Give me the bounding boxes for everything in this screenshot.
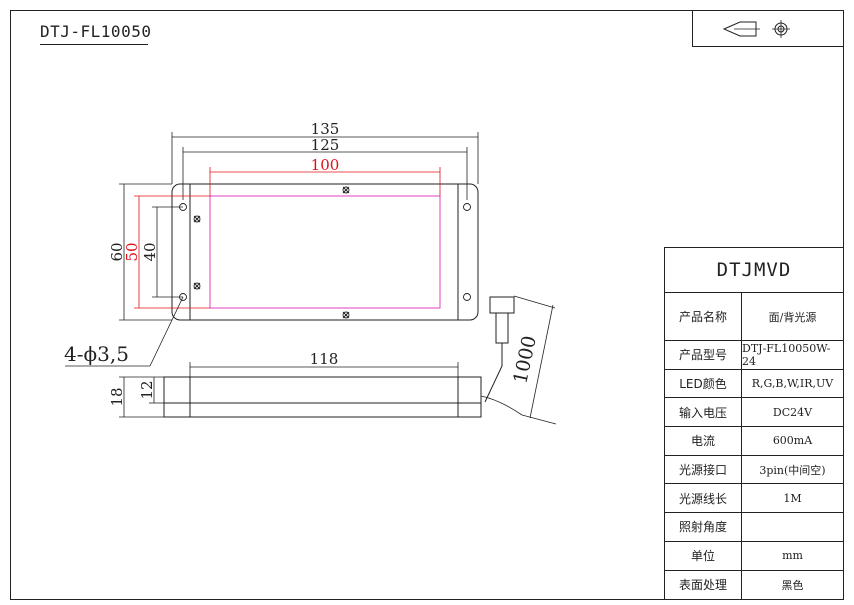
spec-label: 光源线长 xyxy=(665,484,742,513)
spec-value: DTJ-FL10050W-24 xyxy=(742,341,831,368)
spec-value: 1M xyxy=(783,491,802,505)
spec-table-header: DTJMVD xyxy=(665,248,843,293)
spec-row: 产品名称 面/背光源 xyxy=(665,293,843,341)
spec-row: 电流 600mA xyxy=(665,427,843,456)
dim-18: 18 xyxy=(108,387,126,406)
dim-100: 100 xyxy=(311,156,340,174)
spec-row: 光源线长 1M xyxy=(665,484,843,514)
front-view xyxy=(171,183,515,403)
spec-label: 产品型号 xyxy=(665,341,742,369)
dim-lines xyxy=(65,132,479,367)
spec-value: 600mA xyxy=(772,434,813,448)
spec-label: 单位 xyxy=(665,541,742,570)
spec-value: R,G,B,W,IR,UV xyxy=(751,377,834,391)
drawing-title: DTJ-FL10050 xyxy=(40,22,152,41)
spec-label: 产品名称 xyxy=(665,293,742,340)
spec-value: 黑色 xyxy=(781,578,804,592)
dim-60: 60 xyxy=(108,242,126,261)
spec-label: 照射角度 xyxy=(665,513,742,541)
spec-row: LED颜色 R,G,B,W,IR,UV xyxy=(665,369,843,399)
crosshair-circle-icon xyxy=(772,20,790,38)
side-view xyxy=(119,295,557,425)
spec-value xyxy=(742,513,843,541)
spec-table: DTJMVD 产品名称 面/背光源 产品型号 DTJ-FL10050W-24 L… xyxy=(664,247,844,600)
spec-label: LED颜色 xyxy=(665,369,742,398)
spec-value: DC24V xyxy=(772,405,813,419)
dim-125: 125 xyxy=(311,136,340,154)
spec-value: 面/背光源 xyxy=(768,310,817,324)
spec-row: 光源接口 3pin(中间空) xyxy=(665,455,843,485)
projection-cone-icon xyxy=(722,21,760,37)
spec-label: 光源接口 xyxy=(665,455,742,484)
dim-12: 12 xyxy=(138,380,156,399)
spec-value: mm xyxy=(782,549,803,563)
dim-hole-callout: 4-ϕ3,5 xyxy=(64,342,129,366)
projection-symbol-box xyxy=(692,10,844,47)
spec-label: 电流 xyxy=(665,427,742,455)
spec-row: 表面处理 黑色 xyxy=(665,570,843,600)
dim-135: 135 xyxy=(311,120,340,138)
spec-value: 3pin(中间空) xyxy=(759,463,826,477)
spec-label: 表面处理 xyxy=(665,570,742,600)
dim-1000: 1000 xyxy=(509,334,541,386)
spec-label: 输入电压 xyxy=(665,398,742,427)
dim-40: 40 xyxy=(141,242,159,261)
dim-118: 118 xyxy=(310,350,339,368)
spec-row: 照射角度 xyxy=(665,513,843,542)
title-underline xyxy=(40,44,148,45)
spec-row: 输入电压 DC24V xyxy=(665,398,843,428)
spec-row: 单位 mm xyxy=(665,541,843,571)
dim-50: 50 xyxy=(123,242,141,261)
spec-row: 产品型号 DTJ-FL10050W-24 xyxy=(665,341,843,370)
